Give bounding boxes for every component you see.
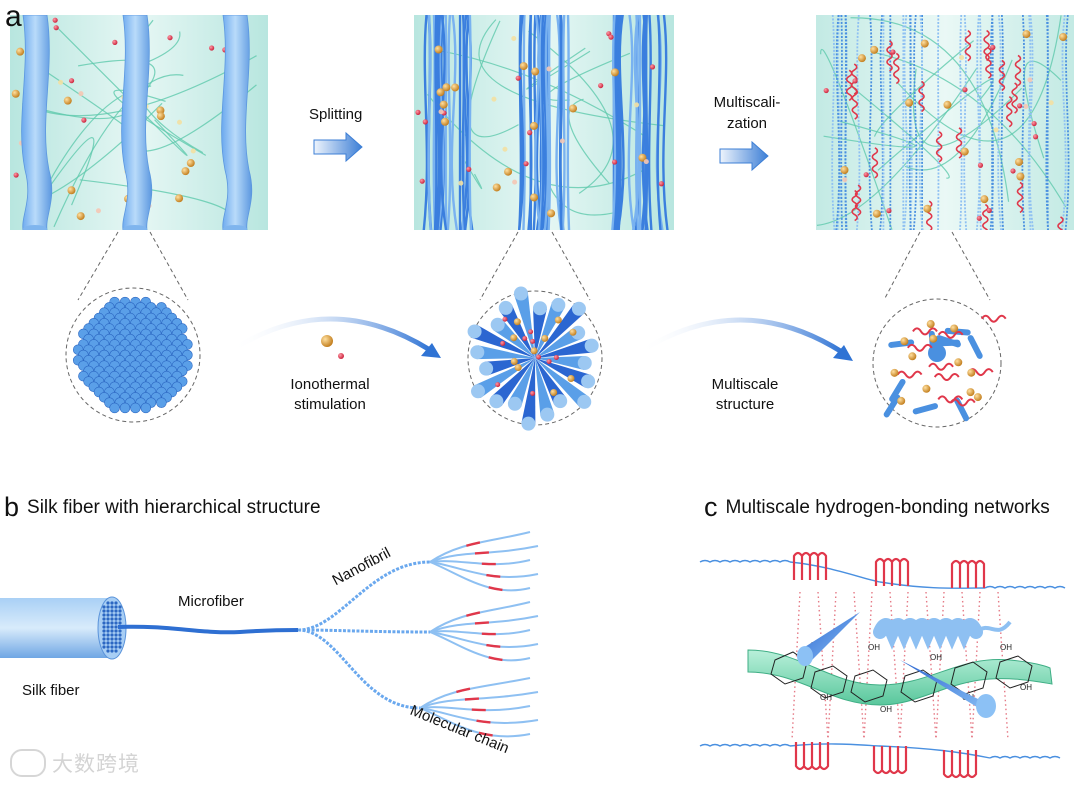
hydroxyl-label: OH	[1000, 643, 1012, 652]
hydrogen-bond-network: OHOHOHOHOHOHOHOH	[699, 551, 1066, 779]
silk-fiber-hierarchy	[0, 530, 539, 738]
panel-b-heading: b Silk fiber with hierarchical structure	[4, 494, 321, 521]
hydroxyl-label: OH	[880, 705, 892, 714]
silk-fiber-box	[10, 15, 268, 230]
multiscalization-label-line2: zation	[726, 115, 768, 132]
hydroxyl-label: OH	[868, 643, 880, 652]
panel-b-title: Silk fiber with hierarchical structure	[27, 497, 321, 518]
watermark: 大数跨境	[10, 748, 140, 778]
multiscale-structure-label-line1: Multiscale	[711, 376, 779, 393]
multiscale-cross-section	[872, 298, 1007, 428]
panel-b-letter: b	[4, 492, 20, 522]
multiscale-structure-label-line2: structure	[715, 396, 775, 413]
watermark-logo-icon	[10, 749, 46, 777]
splitting-arrow	[313, 131, 363, 163]
multiscale-curve-arrow	[638, 317, 853, 361]
splitting-cross-section	[467, 286, 603, 431]
splitting-label: Splitting	[309, 106, 363, 123]
multiscale-box	[816, 15, 1074, 230]
zoom-lines	[77, 231, 991, 301]
panel-a-letter: a	[5, 0, 22, 33]
ionothermal-label-line1: Ionothermal	[290, 376, 370, 393]
multiscalization-arrow	[719, 140, 769, 172]
ionothermal-label-line2: stimulation	[294, 396, 366, 413]
watermark-text: 大数跨境	[52, 753, 140, 776]
hydroxyl-label: OH	[1020, 683, 1032, 692]
fiber-cross-section	[65, 287, 201, 423]
silk-fiber-label: Silk fiber	[22, 682, 80, 699]
ionothermal-curve-arrow	[230, 316, 441, 359]
panel-c-letter: c	[704, 492, 718, 522]
hydroxyl-label: OH	[820, 693, 832, 702]
panel-c-heading: c Multiscale hydrogen-bonding networks	[704, 494, 1050, 521]
microfiber-label: Microfiber	[178, 593, 244, 610]
split-fibrils-box	[414, 15, 674, 230]
multiscalization-label-line1: Multiscali-	[713, 94, 781, 111]
hydroxyl-label: OH	[930, 653, 942, 662]
panel-c-title: Multiscale hydrogen-bonding networks	[725, 497, 1050, 518]
